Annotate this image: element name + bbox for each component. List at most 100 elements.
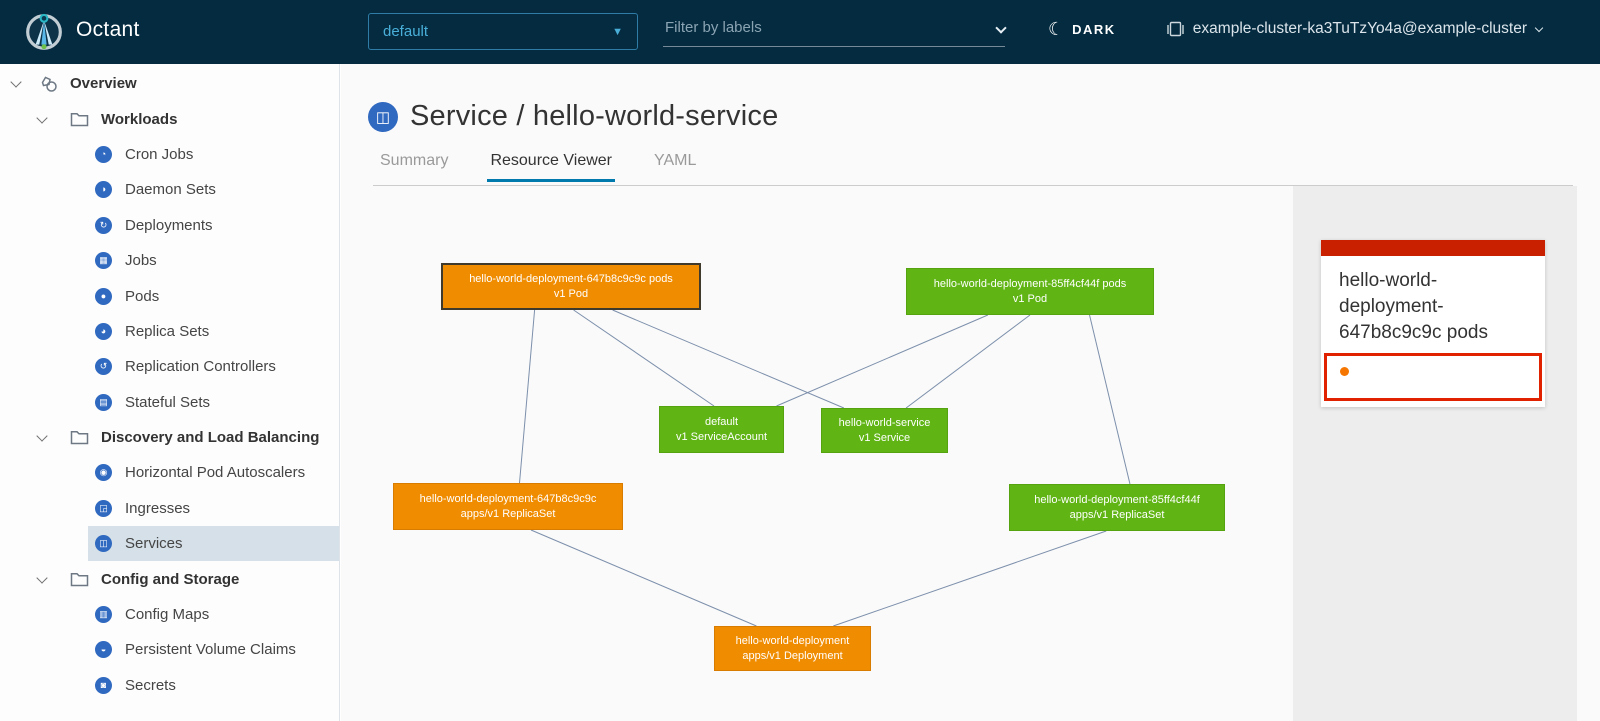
sidebar-item-discovery-and-load-balancing[interactable]: Discovery and Load Balancing: [0, 420, 339, 455]
deployments-icon: ↻: [95, 216, 112, 234]
sidebar-item-cron-jobs[interactable]: ◔Cron Jobs: [0, 137, 339, 172]
sidebar-item-workloads[interactable]: Workloads: [0, 101, 339, 136]
sidebar-item-horizontal-pod-autoscalers[interactable]: ◉ Horizontal Pod Autoscalers: [0, 455, 339, 490]
sidebar-item-label: Config Maps: [125, 606, 210, 624]
status-dot: [1340, 367, 1349, 376]
label-filter: [663, 15, 1007, 47]
sidebar-item-ingresses[interactable]: ◲ Ingresses: [0, 491, 339, 526]
cluster-name: example-cluster-ka3TuTzYo4a@example-clus…: [1192, 20, 1527, 37]
sidebar-item-label: Pods: [125, 287, 160, 305]
page-title: ◫ Service / hello-world-service: [368, 100, 778, 133]
tab-divider: [373, 185, 1573, 186]
ingresses-icon: ◲: [95, 499, 112, 517]
tab-bar: Summary Resource Viewer YAML: [377, 152, 735, 182]
octant-logo: [24, 12, 64, 52]
node-label: hello-world-service: [838, 417, 931, 430]
sidebar-item-persistent-volume-claims[interactable]: ◒Persistent Volume Claims: [0, 632, 339, 667]
sidebar-item-stateful-sets[interactable]: ▤ Stateful Sets: [0, 385, 339, 420]
node-sublabel: v1 Pod: [1012, 292, 1048, 305]
sidebar-item-services[interactable]: ◫ Services: [0, 526, 339, 562]
sidebar-item-secrets[interactable]: ◙Secrets: [0, 668, 339, 703]
node-label: hello-world-deployment-647b8c9c9c: [419, 493, 597, 506]
sidebar-item-label: Config and Storage: [101, 570, 240, 588]
daemon-sets-icon: ◑: [95, 181, 112, 199]
chevron-down-icon[interactable]: [995, 22, 1007, 34]
services-icon: ◫: [95, 535, 112, 553]
sidebar-item-label: Persistent Volume Claims: [125, 641, 296, 659]
graph-edge: [776, 314, 989, 407]
sidebar-item-label: Replication Controllers: [125, 358, 276, 376]
node-sublabel: v1 Service: [858, 431, 911, 444]
sidebar-item-label: Horizontal Pod Autoscalers: [125, 464, 306, 482]
jobs-icon: ▦: [95, 252, 112, 270]
node-sublabel: v1 Pod: [553, 287, 589, 300]
graph-edge: [612, 309, 845, 409]
chevron-down-icon[interactable]: [36, 571, 48, 584]
stateful-sets-icon: ▤: [95, 393, 112, 411]
graph-edge: [1089, 314, 1131, 485]
folder-icon: [70, 112, 89, 127]
chevron-down-icon[interactable]: [10, 76, 22, 88]
card-status-box[interactable]: [1324, 353, 1542, 401]
selected-node-card: hello-world-deployment-647b8c9c9c pods: [1321, 240, 1545, 407]
theme-toggle-button[interactable]: ☾ DARK: [1048, 20, 1116, 38]
sidebar-item-pods[interactable]: ●Pods: [0, 278, 339, 313]
sidebar-item-label: Secrets: [125, 676, 176, 694]
graph-edge: [573, 309, 715, 407]
sidebar-item-replication-controllers[interactable]: ↺ Replication Controllers: [0, 349, 339, 384]
sidebar-item-config-maps[interactable]: ▥ Config Maps: [0, 597, 339, 632]
replication-controllers-icon: ↺: [95, 358, 112, 376]
cluster-selector[interactable]: example-cluster-ka3TuTzYo4a@example-clus…: [1167, 20, 1544, 38]
tab-resource-viewer[interactable]: Resource Viewer: [487, 152, 615, 182]
sidebar-item-label: Jobs: [125, 252, 157, 270]
namespace-value: default: [383, 23, 429, 40]
chevron-down-icon[interactable]: [36, 111, 48, 124]
moon-icon: ☾: [1048, 19, 1065, 39]
sidebar-item-label: Daemon Sets: [125, 181, 216, 199]
detail-panel: hello-world-deployment-647b8c9c9c pods: [1293, 186, 1577, 721]
label-filter-input[interactable]: [663, 19, 997, 42]
graph-edge: [530, 529, 757, 627]
namespace-dropdown[interactable]: default ▼: [368, 13, 638, 50]
sidebar-item-jobs[interactable]: ▦ Jobs: [0, 243, 339, 278]
sidebar-item-label: Ingresses: [125, 499, 191, 517]
chevron-down-icon[interactable]: [36, 430, 48, 442]
card-title: hello-world-deployment-647b8c9c9c pods: [1339, 270, 1488, 343]
graph-edges: [519, 309, 1131, 627]
caret-down-icon: ▼: [612, 25, 623, 38]
theme-toggle-label: DARK: [1072, 21, 1116, 37]
sidebar-item-replica-sets[interactable]: ◕ Replica Sets: [0, 314, 339, 349]
page-title-text: Service / hello-world-service: [410, 100, 779, 132]
config-maps-icon: ▥: [95, 606, 112, 624]
tab-yaml[interactable]: YAML: [654, 152, 697, 169]
cron-jobs-icon: ◔: [95, 145, 112, 163]
graph-edge: [833, 530, 1107, 627]
sidebar-item-config-and-storage[interactable]: Config and Storage: [0, 561, 339, 596]
service-icon: ◫: [368, 101, 398, 132]
sidebar-item-daemon-sets[interactable]: ◑ Daemon Sets: [0, 172, 339, 207]
node-label: hello-world-deployment-85ff4cf44f: [1034, 494, 1200, 507]
replica-sets-icon: ◕: [95, 322, 112, 340]
card-status-strip: [1321, 240, 1545, 256]
node-sublabel: apps/v1 Deployment: [742, 649, 843, 662]
sidebar-item-label: Stateful Sets: [125, 393, 211, 411]
sidebar-item-deployments[interactable]: ↻Deployments: [0, 208, 339, 243]
sidebar-item-label: Overview: [70, 75, 137, 93]
main-content: ◫ Service / hello-world-service Summary R…: [341, 64, 1600, 721]
node-sublabel: apps/v1 ReplicaSet: [1069, 508, 1165, 521]
folder-icon: [70, 430, 89, 445]
tab-summary[interactable]: Summary: [380, 152, 449, 169]
horizontal-pod-autoscalers-icon: ◉: [95, 464, 112, 482]
sidebar-item-overview[interactable]: Overview: [0, 66, 339, 101]
sidebar-item-label: Replica Sets: [125, 322, 210, 340]
sidebar-item-label: Services: [125, 535, 183, 553]
chevron-down-icon: [1534, 23, 1544, 33]
